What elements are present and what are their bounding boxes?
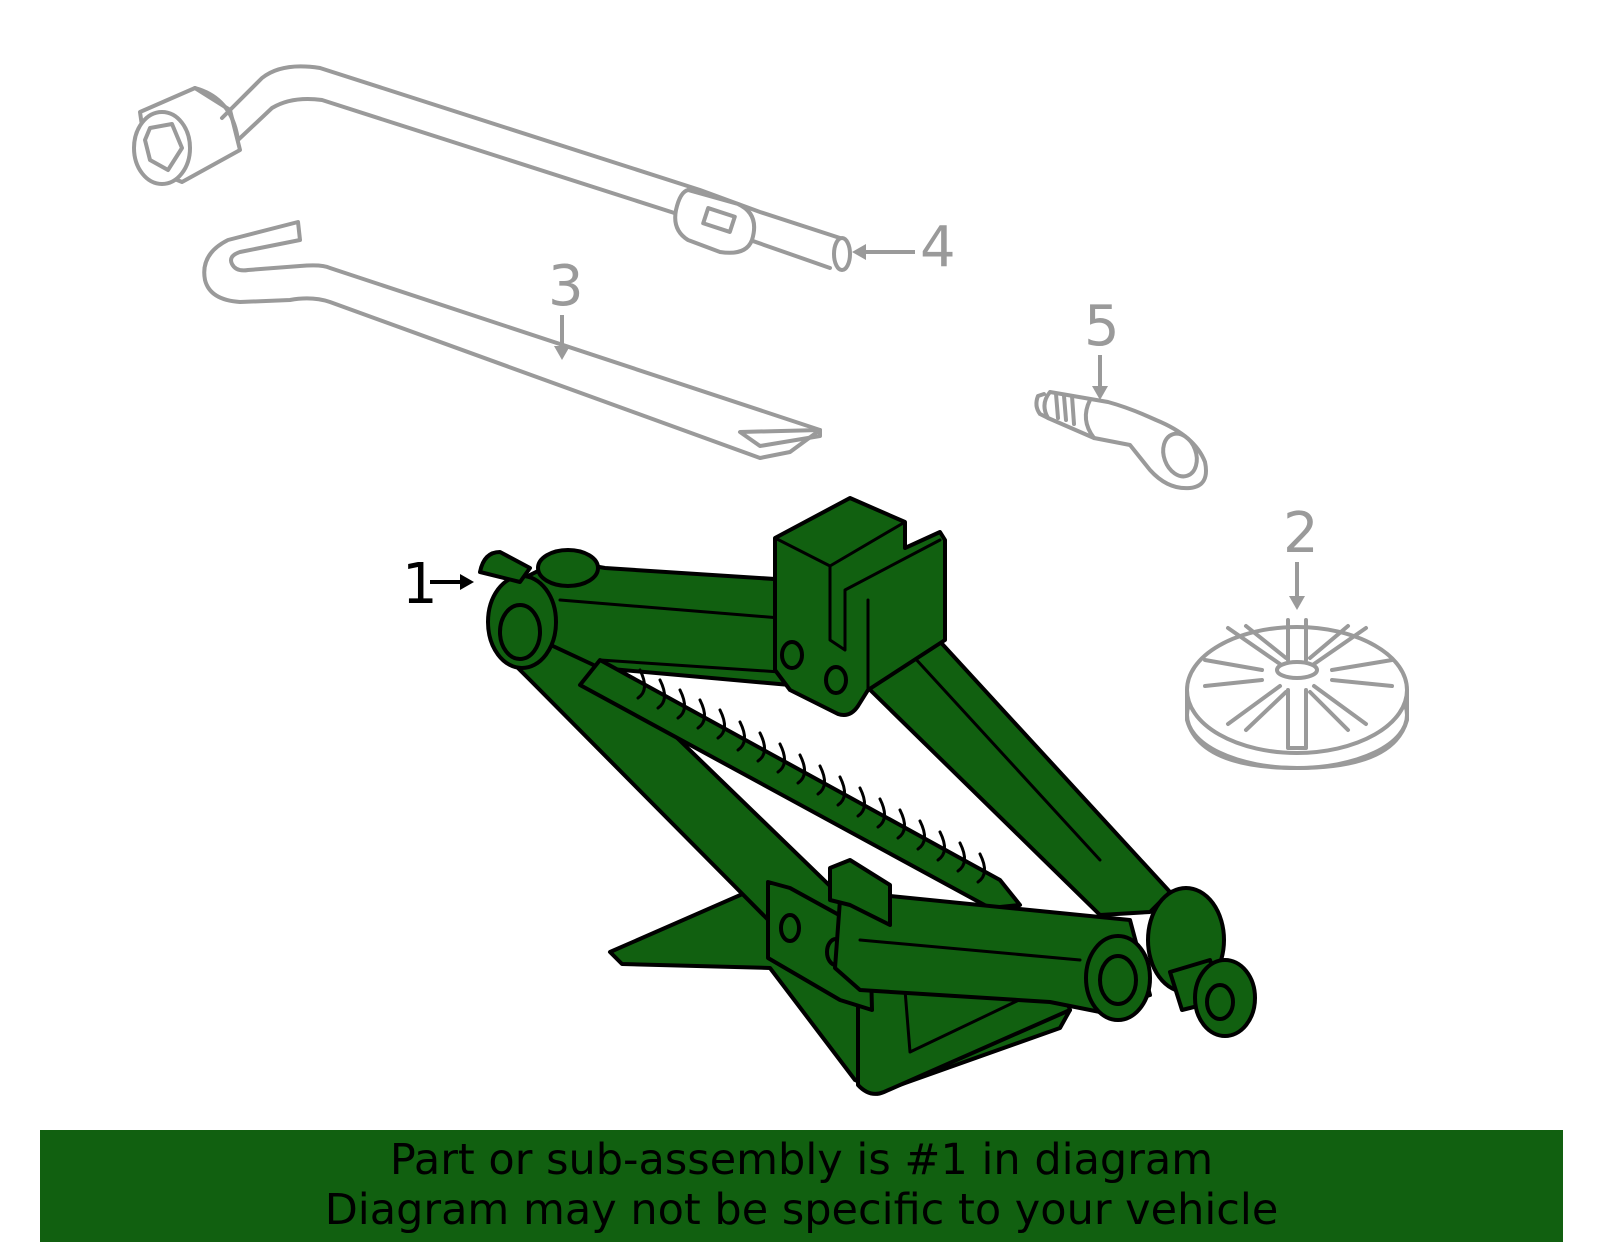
tow-eye-part-5[interactable] [1034, 390, 1208, 491]
callout-3: 3 [548, 254, 584, 319]
scissor-jack-part-1[interactable] [478, 496, 1257, 1096]
spacer-part-2[interactable] [1185, 618, 1409, 770]
callout-4: 4 [920, 215, 956, 280]
jack-handle-part-3[interactable] [202, 220, 822, 460]
info-banner: Part or sub-assembly is #1 in diagram Di… [40, 1130, 1563, 1242]
lug-wrench-part-4[interactable] [132, 64, 852, 272]
screw-threads [636, 668, 986, 884]
banner-line-1: Part or sub-assembly is #1 in diagram [389, 1135, 1214, 1185]
banner-line-2: Diagram may not be specific to your vehi… [324, 1185, 1279, 1235]
callout-2: 2 [1283, 501, 1319, 566]
callout-1: 1 [402, 552, 438, 617]
callout-5: 5 [1084, 294, 1120, 359]
